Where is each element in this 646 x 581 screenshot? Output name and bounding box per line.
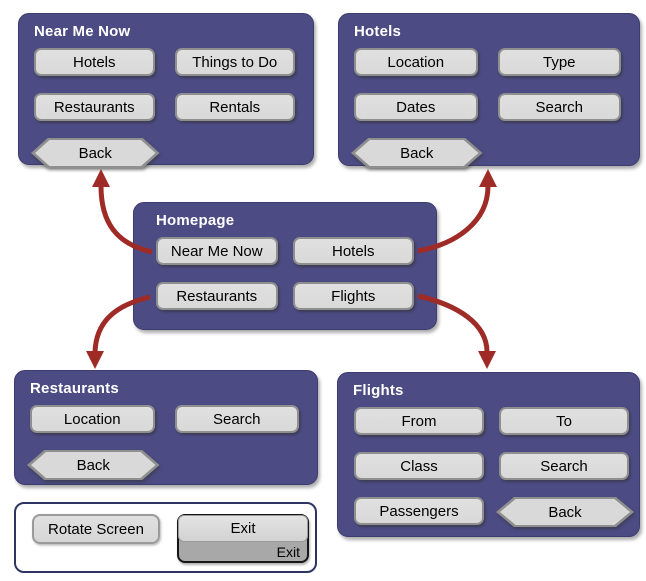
panel-title-flights: Flights: [353, 382, 404, 399]
button-search[interactable]: Search: [174, 405, 299, 433]
button-flights[interactable]: Flights: [292, 282, 414, 310]
button-hotels[interactable]: Hotels: [292, 237, 414, 265]
back-button-label: Back: [31, 452, 156, 478]
button-restaurants[interactable]: Restaurants: [34, 93, 155, 121]
back-button[interactable]: Back: [31, 138, 160, 168]
controls-panel: Rotate Screen Exit Exit: [14, 502, 317, 573]
button-grid: From To Class Search Passengers Back: [338, 400, 639, 527]
exit-button-group[interactable]: Exit Exit: [177, 514, 309, 563]
button-hotels[interactable]: Hotels: [34, 48, 155, 76]
panel-title-hotels: Hotels: [354, 23, 402, 40]
panel-restaurants: Restaurants Location Search Back: [14, 370, 318, 485]
button-grid: Hotels Things to Do Restaurants Rentals …: [19, 41, 313, 168]
button-to[interactable]: To: [499, 407, 629, 435]
back-button-label: Back: [355, 140, 479, 166]
button-location[interactable]: Location: [354, 48, 478, 76]
button-grid: Location Type Dates Search Back: [339, 41, 639, 168]
back-button[interactable]: Back: [351, 138, 483, 168]
arrowhead-near-me-now: [92, 169, 110, 187]
button-from[interactable]: From: [354, 407, 484, 435]
back-button-label: Back: [500, 499, 630, 525]
panel-homepage: Homepage Near Me Now Hotels Restaurants …: [133, 202, 437, 330]
button-dates[interactable]: Dates: [354, 93, 478, 121]
button-rentals[interactable]: Rentals: [174, 93, 295, 121]
back-button[interactable]: Back: [27, 450, 160, 480]
panel-title-homepage: Homepage: [156, 212, 235, 229]
arrowhead-hotels: [479, 169, 497, 187]
exit-button[interactable]: Exit: [178, 515, 308, 542]
button-type[interactable]: Type: [497, 48, 621, 76]
arrowhead-flights: [478, 351, 496, 369]
button-passengers[interactable]: Passengers: [354, 497, 484, 525]
panel-title-near-me-now: Near Me Now: [34, 23, 131, 40]
panel-hotels: Hotels Location Type Dates Search Back: [338, 13, 640, 168]
button-grid: Location Search Back: [15, 398, 317, 480]
button-search[interactable]: Search: [497, 93, 621, 121]
button-things-to-do[interactable]: Things to Do: [174, 48, 295, 76]
exit-tag-label: Exit: [276, 544, 300, 560]
button-near-me-now[interactable]: Near Me Now: [156, 237, 278, 265]
back-button[interactable]: Back: [496, 497, 634, 527]
button-location[interactable]: Location: [30, 405, 155, 433]
button-restaurants[interactable]: Restaurants: [156, 282, 278, 310]
arrowhead-restaurants: [86, 351, 104, 369]
rotate-screen-button[interactable]: Rotate Screen: [32, 514, 160, 544]
button-search[interactable]: Search: [499, 452, 629, 480]
panel-flights: Flights From To Class Search Passengers …: [337, 372, 640, 537]
button-class[interactable]: Class: [354, 452, 484, 480]
button-grid: Near Me Now Hotels Restaurants Flights: [134, 230, 436, 310]
back-button-label: Back: [35, 140, 156, 166]
panel-near-me-now: Near Me Now Hotels Things to Do Restaura…: [18, 13, 314, 168]
panel-title-restaurants: Restaurants: [30, 380, 119, 397]
